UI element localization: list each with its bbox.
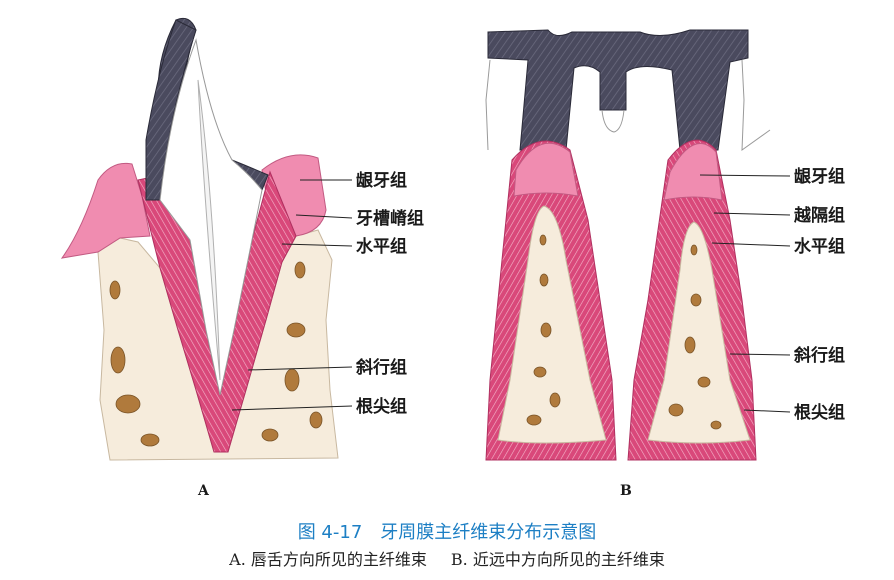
label-a-oblique: 斜行组: [355, 357, 407, 378]
gingiva-a: [60, 162, 151, 259]
enamel-crowns-b: [487, 29, 749, 151]
label-b-horizontal: 水平组: [794, 236, 845, 257]
marrow-spaces-b: [526, 234, 722, 430]
label-b-oblique: 斜行组: [793, 345, 845, 366]
gingiva-b1: [513, 142, 579, 197]
caption-sub-b: B. 近远中方向所见的主纤维束: [450, 550, 665, 569]
label-a-apical: 根尖组: [356, 396, 407, 417]
marrow-spaces-a: [109, 261, 323, 447]
leader-lines-a: [231, 179, 353, 411]
label-b-apical: 根尖组: [794, 402, 845, 423]
panel-a: A: [60, 17, 339, 499]
label-a-crest: 牙槽嵴组: [356, 208, 424, 229]
tooth-outlines-b: [485, 59, 771, 152]
panel-b-letter: B: [620, 483, 632, 499]
panel-b: B: [485, 29, 771, 499]
label-a-gingival: 龈牙组: [356, 170, 407, 191]
alveolar-bone-b1: [497, 205, 607, 444]
label-b-transseptal: 越隔组: [793, 205, 845, 226]
figure-caption-sub: A. 唇舌方向所见的主纤维束 B. 近远中方向所见的主纤维束: [0, 546, 894, 570]
label-a-horizontal: 水平组: [356, 236, 407, 257]
gingiva-b2: [663, 143, 723, 201]
labels-a: 龈牙组 牙槽嵴组 水平组 斜行组 根尖组: [355, 170, 424, 417]
alveolar-bone-b2: [647, 221, 751, 444]
labels-b: 龈牙组 越隔组 水平组 斜行组 根尖组: [793, 166, 845, 423]
label-b-gingival: 龈牙组: [794, 166, 845, 187]
figure-caption-title: 图 4-17 牙周膜主纤维束分布示意图: [297, 522, 597, 543]
leader-lines-b: [699, 174, 791, 413]
caption-sub-a: A. 唇舌方向所见的主纤维束: [229, 550, 427, 569]
pulp-canal-a: [197, 79, 221, 381]
panel-a-letter: A: [197, 483, 210, 499]
